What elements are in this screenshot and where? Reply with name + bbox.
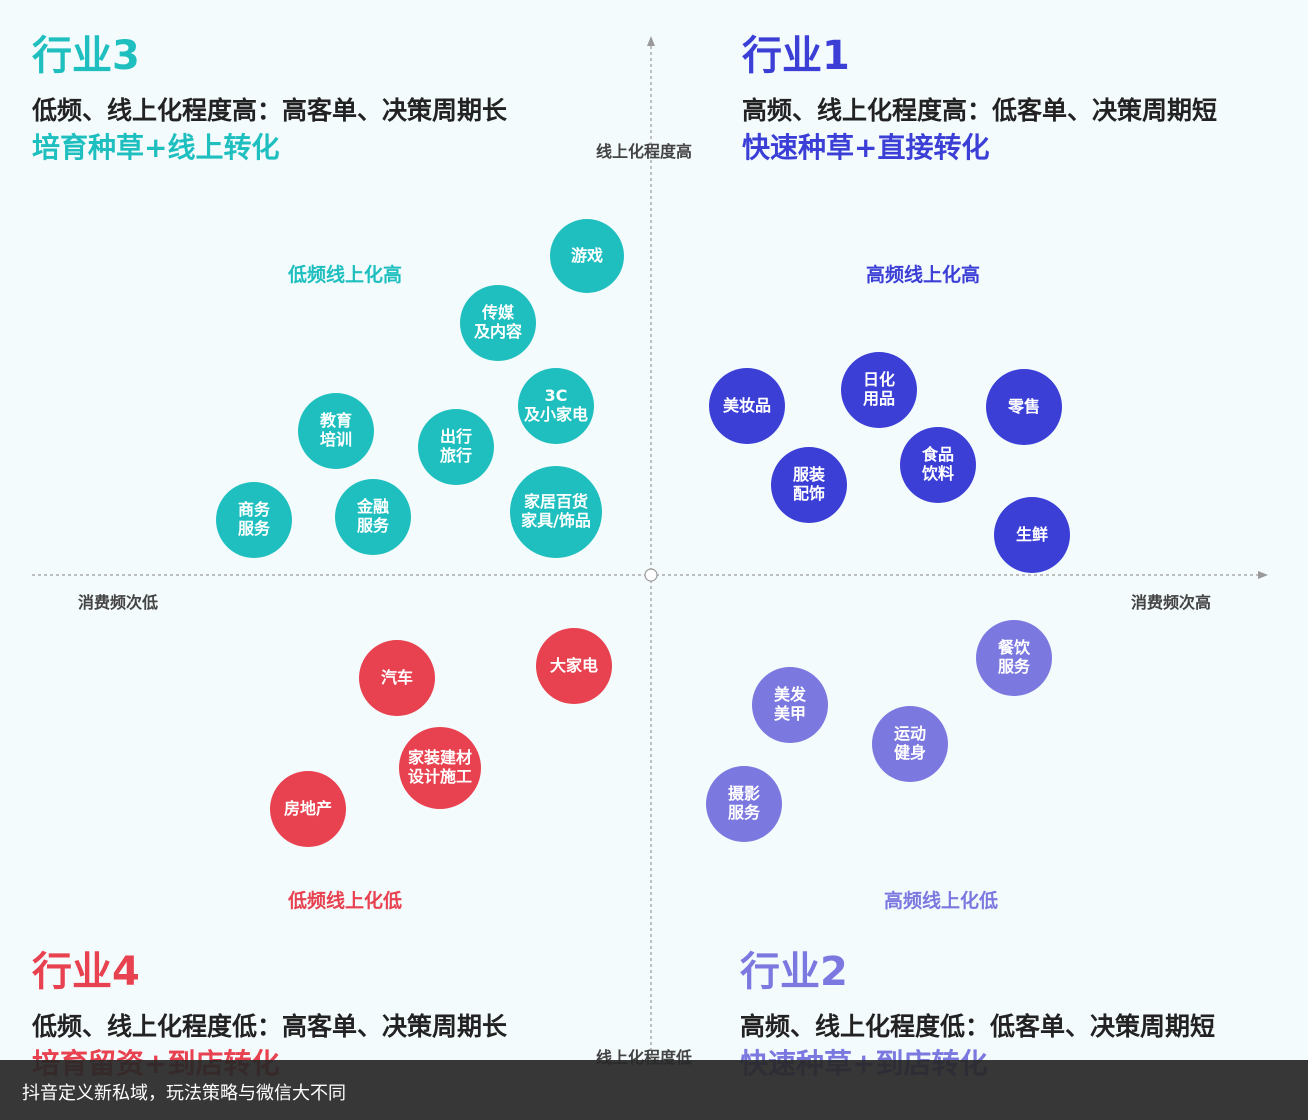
industry-bubble: 日化 用品 (841, 352, 917, 428)
industry-bubble: 房地产 (270, 771, 346, 847)
industry-bubble: 家居百货 家具/饰品 (510, 466, 602, 558)
industry-bubble: 传媒 及内容 (460, 285, 536, 361)
industry-bubble: 大家电 (536, 628, 612, 704)
industry-bubble: 生鲜 (994, 497, 1070, 573)
industry-bubble: 美妆品 (709, 368, 785, 444)
q3-title: 行业3 (32, 33, 140, 79)
x-axis-arrow (1258, 571, 1268, 579)
y-axis-arrow (647, 36, 655, 46)
industry-bubble: 美发 美甲 (752, 667, 828, 743)
q2-title: 行业2 (740, 949, 848, 995)
industry-bubble: 出行 旅行 (418, 409, 494, 485)
industry-bubble: 金融 服务 (335, 479, 411, 555)
q1-title: 行业1 (742, 33, 850, 79)
industry-bubble: 食品 饮料 (900, 427, 976, 503)
caption-bar: 抖音定义新私域，玩法策略与微信大不同 (0, 1060, 1308, 1120)
q4-region-label: 低频线上化低 (288, 890, 403, 912)
q4-description: 低频、线上化程度低：高客单、决策周期长 (32, 1012, 508, 1041)
q3-description: 低频、线上化程度高：高客单、决策周期长 (32, 96, 508, 125)
caption-text: 抖音定义新私域，玩法策略与微信大不同 (22, 1083, 346, 1104)
q4-title: 行业4 (32, 949, 140, 995)
industry-bubble: 3C 及小家电 (518, 368, 594, 444)
industry-bubble: 教育 培训 (298, 393, 374, 469)
industry-bubble: 家装建材 设计施工 (399, 727, 481, 809)
q3-strategy: 培育种草+线上转化 (32, 131, 280, 164)
industry-bubble: 摄影 服务 (706, 766, 782, 842)
q2-region-label: 高频线上化低 (884, 890, 999, 912)
x-axis-right-label: 消费频次高 (1131, 593, 1212, 612)
x-axis-left-label: 消费频次低 (78, 593, 159, 612)
industry-bubble: 汽车 (359, 640, 435, 716)
industry-bubble: 商务 服务 (216, 482, 292, 558)
q1-region-label: 高频线上化高 (866, 264, 981, 286)
industry-bubble: 运动 健身 (872, 706, 948, 782)
industry-bubble: 服装 配饰 (771, 447, 847, 523)
origin-marker (644, 568, 658, 582)
industry-bubble: 餐饮 服务 (976, 620, 1052, 696)
industry-bubble: 零售 (986, 369, 1062, 445)
q3-region-label: 低频线上化高 (288, 264, 403, 286)
q1-strategy: 快速种草+直接转化 (742, 131, 990, 164)
industry-bubble: 游戏 (550, 219, 624, 293)
y-axis-top-label: 线上化程度高 (596, 142, 693, 161)
q2-description: 高频、线上化程度低：低客单、决策周期短 (740, 1012, 1216, 1041)
q1-description: 高频、线上化程度高：低客单、决策周期短 (742, 96, 1218, 125)
